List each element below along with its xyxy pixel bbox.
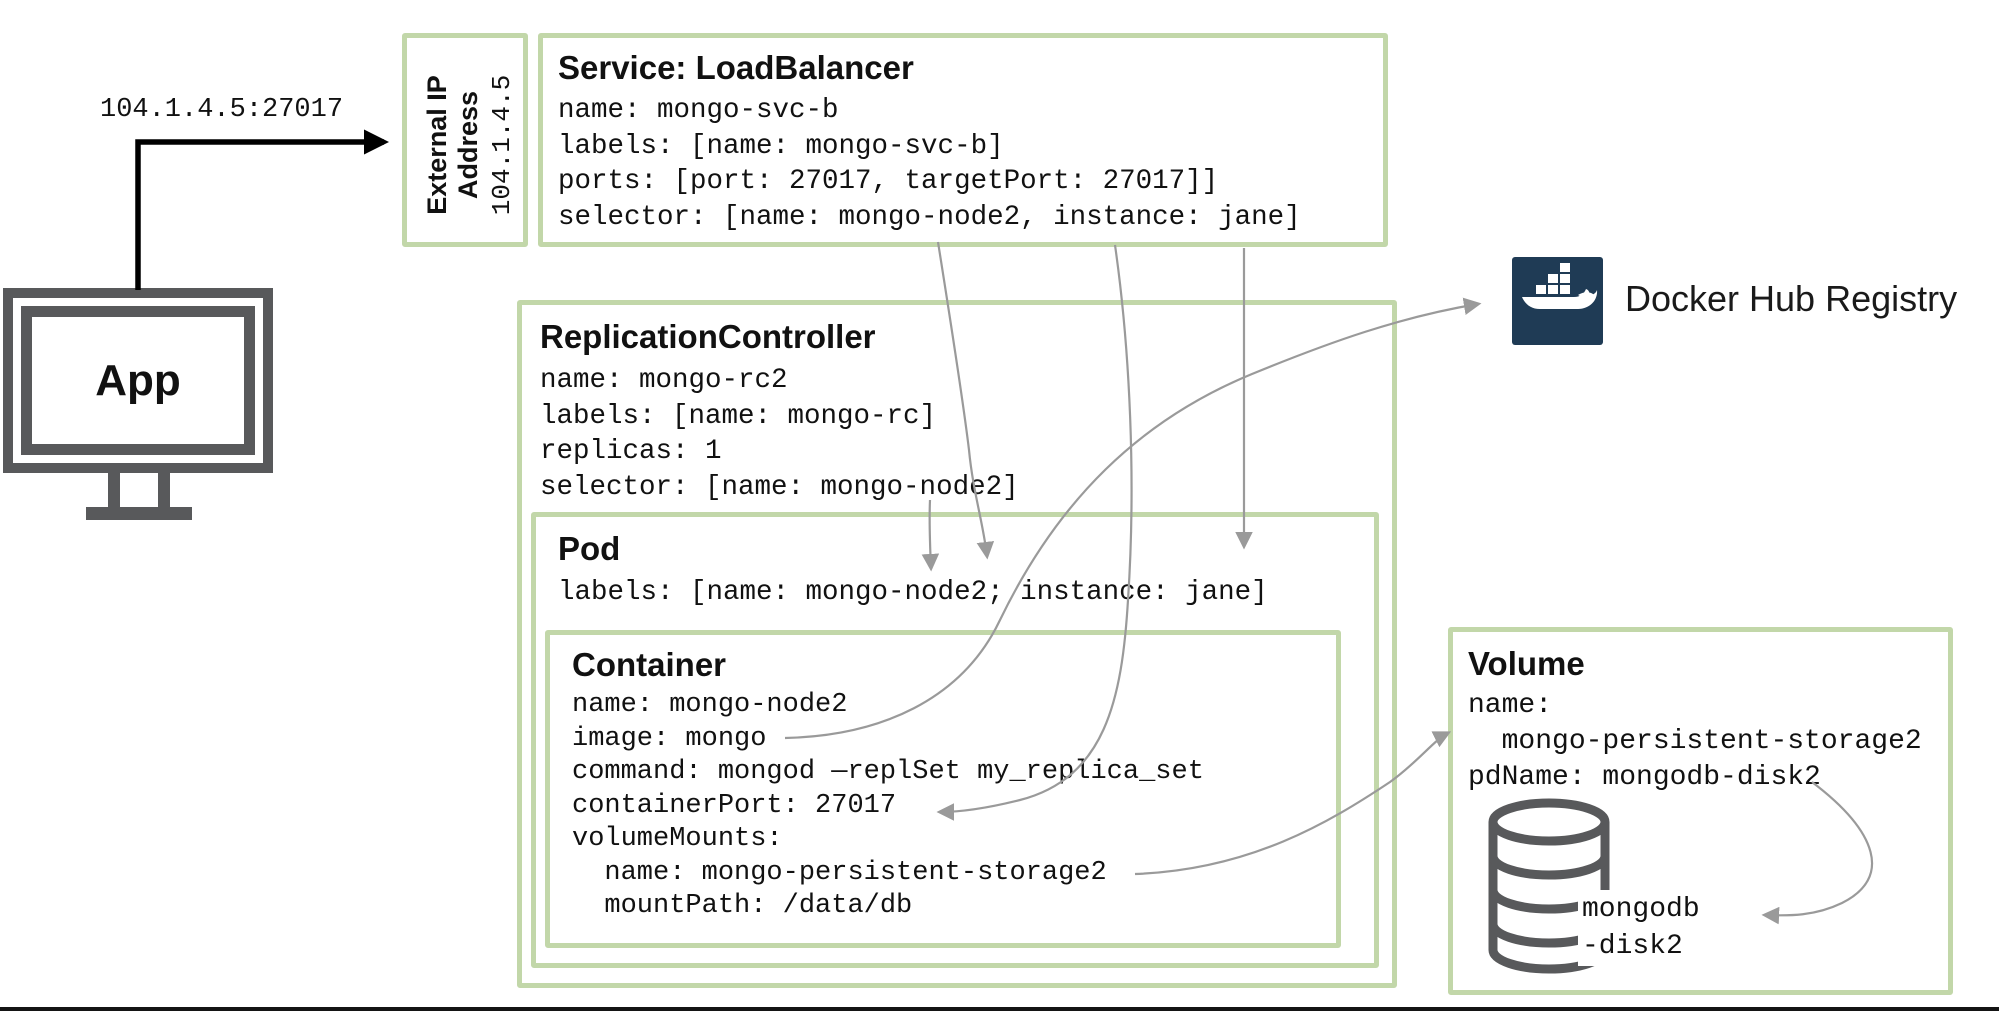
service-line: name: mongo-svc-b <box>558 95 839 126</box>
service-title: Service: LoadBalancer <box>558 49 914 86</box>
pod-line: labels: [name: mongo-node2; instance: ja… <box>558 577 1268 608</box>
container-line: command: mongod —replSet my_replica_set <box>572 757 1204 787</box>
rc-line: name: mongo-rc2 <box>540 365 788 396</box>
service-box: Service: LoadBalancer name: mongo-svc-b … <box>538 33 1388 247</box>
service-line: ports: [port: 27017, targetPort: 27017]] <box>558 166 1219 197</box>
volume-title: Volume <box>1468 645 1585 682</box>
service-line: labels: [name: mongo-svc-b] <box>558 130 1004 162</box>
service-line: selector: [name: mongo-node2, instance: … <box>558 201 1301 233</box>
container-line: name: mongo-persistent-storage2 <box>572 857 1107 888</box>
external-ip-content: External IP Address 104.1.4.5 <box>407 38 531 252</box>
rc-line: labels: [name: mongo-rc] <box>540 400 937 432</box>
rc-line: replicas: 1 <box>540 436 722 467</box>
container-line: volumeMounts: <box>572 824 783 854</box>
volume-line: mongo-persistent-storage2 <box>1468 726 1922 757</box>
container-line: containerPort: 27017 <box>572 790 897 821</box>
docker-hub-label: Docker Hub Registry <box>1625 278 1958 319</box>
container-line: mountPath: /data/db <box>572 891 913 921</box>
volume-box: Volume name: mongo-persistent-storage2 p… <box>1448 627 1953 995</box>
container-line: name: mongo-node2 <box>572 690 848 720</box>
pod-title: Pod <box>558 530 621 567</box>
app-label: App <box>95 355 181 405</box>
container-line: image: mongo <box>572 723 767 754</box>
volume-line: pdName: mongodb-disk2 <box>1468 762 1821 793</box>
external-ip-value: 104.1.4.5 <box>486 74 517 216</box>
external-ip-box: External IP Address 104.1.4.5 <box>402 33 528 247</box>
volume-line: name: <box>1468 690 1553 721</box>
docker-whale-icon <box>1512 257 1603 345</box>
monitor-stand-base <box>86 507 192 520</box>
monitor-stand-left <box>108 471 120 513</box>
container-box: Container name: mongo-node2 image: mongo… <box>545 630 1341 948</box>
monitor-stand-right <box>158 471 170 513</box>
rc-line: selector: [name: mongo-node2] <box>540 471 1019 503</box>
arrow-app-to-external-ip <box>135 129 390 290</box>
container-title: Container <box>572 646 727 683</box>
external-ip-title: External IP Address <box>421 75 483 215</box>
connection-label: 104.1.4.5:27017 <box>100 95 344 125</box>
disk-label: mongodb -disk2 <box>1578 890 1704 966</box>
bottom-divider <box>0 1007 1999 1011</box>
monitor-icon: App <box>21 306 255 455</box>
replication-controller-title: ReplicationController <box>540 318 876 355</box>
app-node: App <box>3 288 273 473</box>
